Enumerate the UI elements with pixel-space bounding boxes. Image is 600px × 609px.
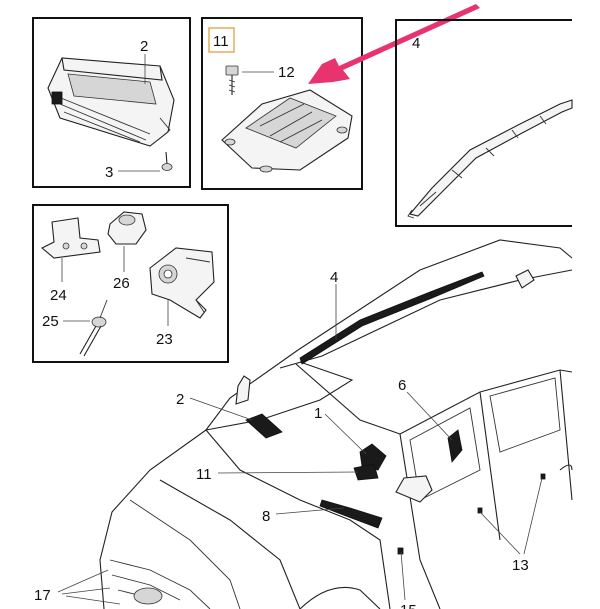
callout-11-vehicle: 11: [196, 466, 212, 483]
bracket-24-part: [41, 217, 101, 259]
callout-24: 24: [50, 287, 67, 304]
bolt-3-part: [161, 151, 173, 171]
sensor-13a-installed: [477, 507, 483, 514]
curtain-airbag-installed: [299, 271, 485, 365]
passenger-airbag-installed: [245, 413, 283, 439]
airbag-control-module-part: [221, 89, 353, 173]
car-door-outline: [399, 369, 573, 609]
curtain-airbag-part: [407, 99, 573, 219]
vehicle-illustration: 4 2 1 6 11 8 13 17 15: [34, 239, 573, 609]
panel-sensor-kit: 24 26 25 23: [32, 204, 229, 363]
rivet-25-part: [79, 299, 108, 357]
knee-airbag-installed: [319, 499, 383, 529]
panel-curtain-airbag: 4: [395, 19, 573, 227]
callout-25: 25: [42, 313, 59, 330]
callout-26: 26: [113, 275, 130, 292]
control-module-installed: [353, 463, 379, 481]
panel-control-module: 11 12: [201, 4, 480, 190]
callout-4-vehicle: 4: [330, 269, 338, 286]
callout-15: 15: [400, 602, 417, 609]
airbag-module-part: [47, 57, 175, 147]
sensor-13b-installed: [540, 473, 546, 480]
car-roof-outline: [297, 239, 573, 351]
car-mirror: [395, 475, 433, 503]
callout-2-vehicle: 2: [176, 391, 184, 408]
car-hood-outline: [99, 429, 207, 609]
callout-11-panel: 11: [213, 33, 229, 50]
clip-nut-26-part: [107, 211, 147, 245]
callout-8: 8: [262, 508, 270, 525]
highlight-box-11: [208, 27, 235, 53]
screw-12-part: [225, 65, 239, 95]
callout-12: 12: [278, 64, 295, 81]
side-airbag-installed: [447, 429, 463, 463]
callout-1: 1: [314, 405, 322, 422]
panel-airbag-module: 2 3: [32, 17, 191, 188]
callout-6: 6: [398, 377, 406, 394]
callout-3: 3: [105, 164, 113, 181]
impact-sensor-23-part: [149, 247, 215, 319]
sensor-15-installed: [397, 547, 404, 555]
driver-airbag-installed: [359, 443, 387, 471]
pointer-arrow: [308, 4, 480, 84]
callout-13: 13: [512, 557, 529, 574]
callout-4-panel: 4: [412, 35, 420, 52]
callout-2-panel: 2: [140, 38, 148, 55]
callout-23: 23: [156, 331, 173, 348]
callout-17: 17: [34, 587, 51, 604]
car-grille: [109, 559, 211, 609]
